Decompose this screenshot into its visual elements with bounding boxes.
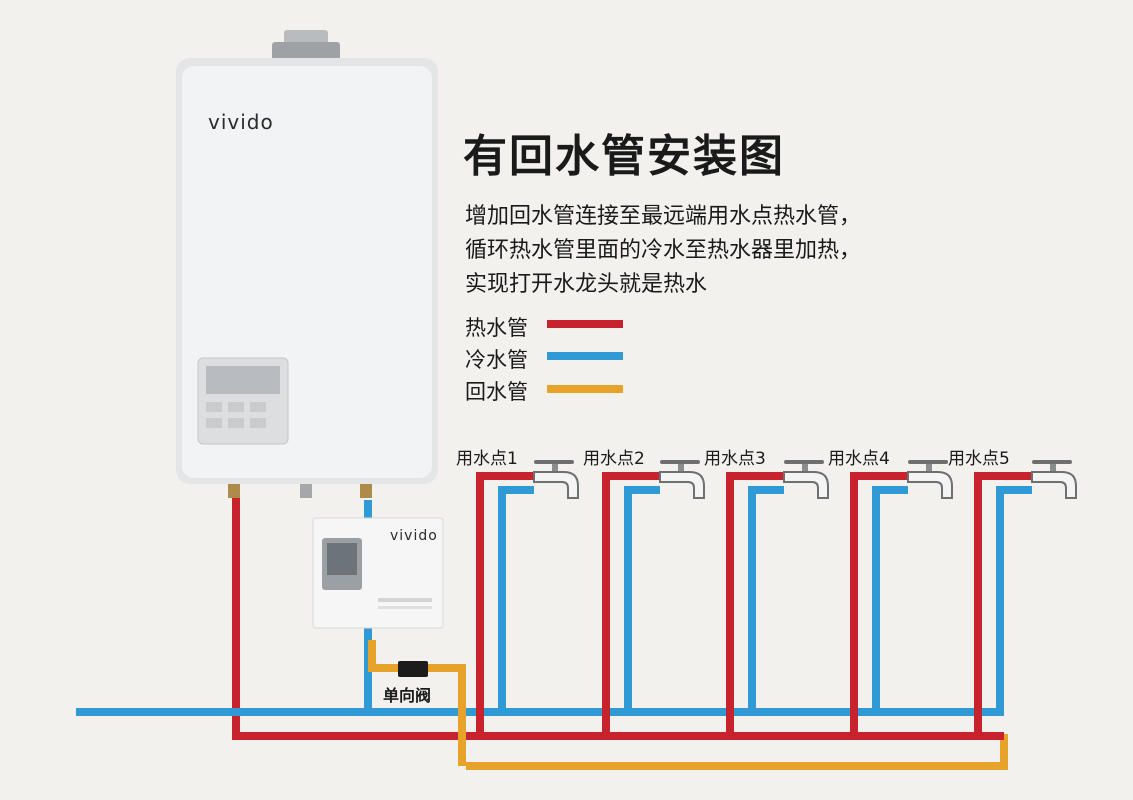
heater-brand-logo: vivido bbox=[208, 110, 274, 134]
page-title: 有回水管安装图 bbox=[463, 131, 785, 182]
faucet-icon bbox=[783, 459, 829, 499]
legend-swatch-cold bbox=[547, 352, 623, 360]
circulation-pump-icon bbox=[312, 517, 444, 629]
legend-label-return: 回水管 bbox=[465, 380, 528, 404]
water-point-label: 用水点5 bbox=[948, 449, 1010, 469]
faucet-icon bbox=[907, 459, 953, 499]
description-line-1: 增加回水管连接至最远端用水点热水管， bbox=[465, 204, 862, 229]
pump-brand-logo: vivido bbox=[390, 528, 438, 544]
water-point-label: 用水点2 bbox=[583, 449, 645, 469]
faucet-icon bbox=[659, 459, 705, 499]
check-valve-icon bbox=[398, 661, 428, 677]
water-point-label: 用水点1 bbox=[456, 449, 518, 469]
return-pipe-main bbox=[466, 734, 1008, 770]
faucet-icon bbox=[533, 459, 579, 499]
legend-swatch-hot bbox=[547, 320, 623, 328]
water-point-label: 用水点3 bbox=[704, 449, 766, 469]
legend-label-hot: 热水管 bbox=[465, 316, 528, 340]
description-line-3: 实现打开水龙头就是热水 bbox=[465, 272, 708, 297]
faucet-icon bbox=[1031, 459, 1077, 499]
water-point-label: 用水点4 bbox=[828, 449, 890, 469]
branch-pipes bbox=[476, 472, 1032, 736]
hot-pipe-main bbox=[232, 498, 1004, 740]
check-valve-label: 单向阀 bbox=[383, 686, 432, 705]
legend-swatch-return bbox=[547, 385, 623, 393]
description-line-2: 循环热水管里面的冷水至热水器里加热， bbox=[465, 238, 862, 263]
water-heater-icon bbox=[176, 30, 438, 498]
legend-label-cold: 冷水管 bbox=[465, 348, 528, 372]
